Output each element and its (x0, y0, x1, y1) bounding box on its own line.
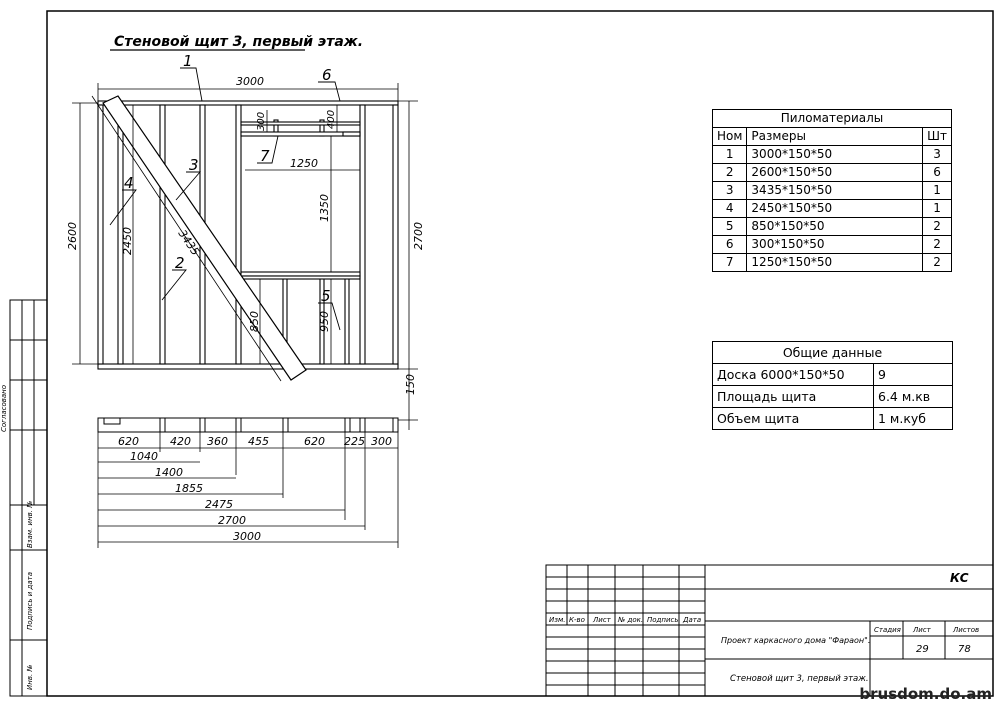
tb-sheets: 78 (958, 644, 971, 655)
general-value: 1 м.куб (873, 407, 953, 430)
lumber-header-size: Размеры (746, 127, 924, 146)
diagonal-brace (102, 95, 307, 381)
side-replace-inv: Взам. инв. № (26, 500, 34, 548)
dim-left-height: 2600 (66, 222, 79, 250)
side-agreed: Согласовано (0, 385, 8, 432)
part-label-6: 6 (322, 66, 332, 84)
dim-window-height: 1350 (318, 194, 331, 222)
dim-inner-stud: 2450 (121, 227, 134, 255)
cum-2: 1400 (155, 466, 183, 479)
lumber-no: 3 (711, 181, 748, 200)
tb-h-doc: № док. (617, 616, 643, 624)
tb-h-date: Дата (682, 616, 701, 624)
drawing-title: Стеновой щит 3, первый этаж. (114, 34, 363, 50)
dim-window-header-left: 300 (256, 112, 267, 131)
part-label-1: 1 (183, 52, 193, 70)
tb-h-kvo: К-во (569, 616, 585, 624)
lumber-header-qty: Шт (922, 127, 952, 146)
general-label: Объем щита (712, 407, 874, 430)
dim-window-header-right: 400 (326, 110, 337, 129)
lumber-qty: 2 (922, 235, 952, 254)
part-label-4: 4 (124, 174, 134, 192)
lumber-no: 6 (711, 235, 748, 254)
lumber-qty: 1 (922, 181, 952, 200)
part-label-3: 3 (189, 156, 199, 174)
dim-right-height: 2700 (412, 222, 425, 250)
general-value: 6.4 м.кв (873, 385, 953, 408)
dim-sill-short: 850 (248, 311, 261, 332)
lumber-size: 2450*150*50 (746, 199, 924, 218)
dim-window-width: 1250 (290, 157, 318, 170)
part-label-2: 2 (175, 254, 185, 272)
tb-h-sign: Подпись (647, 616, 679, 624)
lumber-no: 4 (711, 199, 748, 218)
lumber-qty: 1 (922, 199, 952, 218)
lumber-header-no: Ном (711, 127, 748, 146)
general-label: Доска 6000*150*50 (712, 363, 874, 386)
title-block (545, 564, 994, 697)
seg-5: 620 (304, 435, 325, 448)
dim-top-width: 3000 (236, 75, 264, 88)
lumber-size: 850*150*50 (746, 217, 924, 236)
lumber-qty: 3 (922, 145, 952, 164)
tb-stage-label: Стадия (874, 626, 901, 634)
cum-3: 1855 (175, 482, 203, 495)
side-sign-date: Подпись и дата (26, 572, 34, 630)
tb-code: КС (950, 571, 969, 585)
lumber-no: 7 (711, 253, 748, 272)
cum-6: 3000 (233, 530, 261, 543)
seg-2: 420 (170, 435, 191, 448)
plan-dimension-lines (97, 432, 399, 548)
lumber-size: 2600*150*50 (746, 163, 924, 182)
dimension-lines (72, 83, 418, 430)
cum-5: 2700 (218, 514, 246, 527)
part-label-7: 7 (260, 147, 270, 165)
cum-4: 2475 (205, 498, 233, 511)
general-table-title: Общие данные (712, 341, 953, 364)
tb-sheet: 29 (916, 644, 929, 655)
lumber-size: 1250*150*50 (746, 253, 924, 272)
part-leaders (109, 67, 341, 331)
side-stamp (9, 299, 48, 697)
general-value: 9 (873, 363, 953, 386)
dim-under-window: 950 (318, 311, 331, 332)
lumber-no: 2 (711, 163, 748, 182)
tb-drawing-name: Стеновой щит 3, первый этаж. (730, 674, 869, 684)
general-label: Площадь щита (712, 385, 874, 408)
seg-4: 455 (248, 435, 269, 448)
lumber-no: 5 (711, 217, 748, 236)
tb-project: Проект каркасного дома "Фараон". (721, 636, 870, 645)
lumber-size: 300*150*50 (746, 235, 924, 254)
lumber-size: 3000*150*50 (746, 145, 924, 164)
lumber-qty: 2 (922, 217, 952, 236)
lumber-no: 1 (711, 145, 748, 164)
side-inv-no: Инв. № (26, 664, 34, 690)
lumber-qty: 6 (922, 163, 952, 182)
part-label-5: 5 (321, 287, 331, 305)
watermark: brusdom.do.am (859, 685, 992, 703)
dim-plate: 150 (404, 374, 417, 395)
cum-1: 1040 (130, 450, 158, 463)
plan-view (97, 417, 399, 433)
tb-h-list: Лист (592, 616, 612, 624)
seg-7: 300 (371, 435, 392, 448)
lumber-table-title: Пиломатериалы (712, 109, 952, 128)
diagonal-extension (91, 95, 282, 382)
seg-3: 360 (207, 435, 228, 448)
tb-sheets-label: Листов (952, 626, 979, 634)
lumber-size: 3435*150*50 (746, 181, 924, 200)
tb-sheet-label: Лист (912, 626, 932, 634)
lumber-qty: 2 (922, 253, 952, 272)
seg-6: 225 (344, 435, 365, 448)
tb-h-izm: Изм. (549, 616, 565, 624)
seg-1: 620 (118, 435, 139, 448)
